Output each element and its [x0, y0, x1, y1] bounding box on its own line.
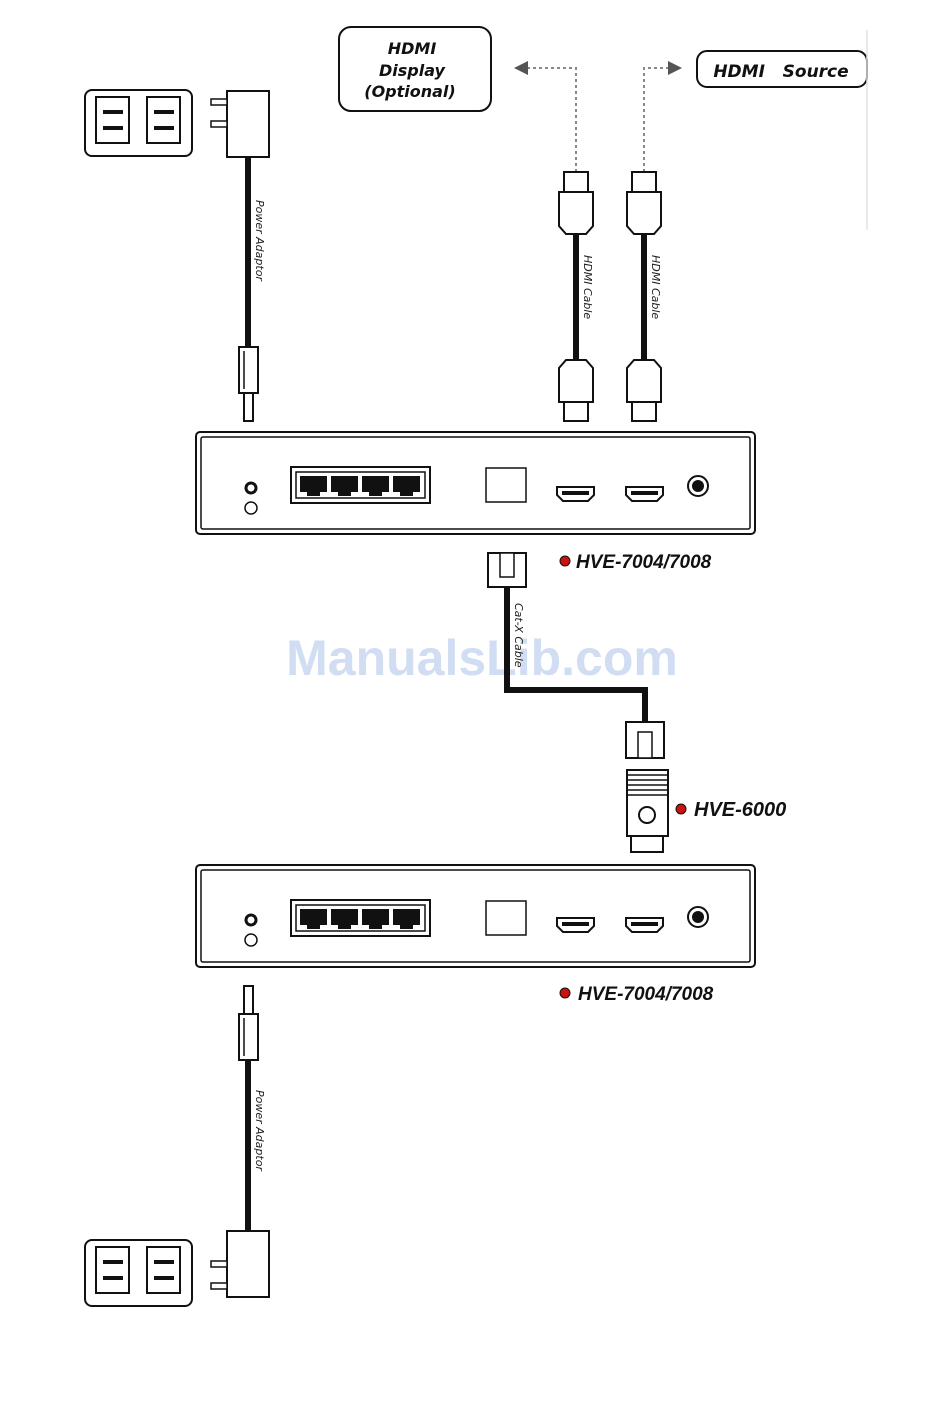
cat-cable-label: Cat-X Cable — [512, 603, 525, 668]
dc-plug-icon — [239, 347, 258, 421]
hdmi-display-box: HDMI Display (Optional) — [339, 27, 491, 111]
hdmi-connector-icon — [559, 360, 593, 421]
power-plug-icon — [211, 1231, 269, 1297]
ethernet-port-icon — [291, 900, 430, 936]
watermark: ManualsLib.com — [286, 630, 678, 686]
rj45-connector-icon — [626, 722, 664, 758]
power-adaptor-label-top: Power Adaptor — [253, 200, 266, 282]
power-adaptor-label-bottom: Power Adaptor — [253, 1090, 266, 1172]
arrow-right-icon — [668, 61, 682, 75]
device-top — [196, 432, 755, 534]
model-label-adapter-text: HVE-6000 — [694, 799, 786, 821]
hdmi-port-icon — [626, 487, 663, 501]
dc-plug-icon — [239, 986, 258, 1060]
model-label-top-text: HVE-7004/7008 — [576, 552, 712, 573]
rj45-port — [486, 901, 526, 935]
dashed-arrow-source — [644, 61, 682, 172]
model-label-top: HVE-7004/7008 — [560, 552, 712, 573]
model-label-bottom-text: HVE-7004/7008 — [578, 984, 714, 1005]
hdmi-display-line2: Display — [379, 61, 446, 80]
hdmi-connector-icon — [559, 172, 593, 234]
hdmi-display-line3: (Optional) — [364, 82, 455, 101]
hdmi-port-icon — [626, 918, 663, 932]
hdmi-cable-label-right: HDMI Cable — [649, 255, 662, 319]
audio-jack — [688, 907, 708, 927]
dashed-arrow-display — [514, 61, 576, 172]
hdmi-cable-label-left: HDMI Cable — [581, 255, 594, 319]
hdmi-connector-icon — [627, 360, 661, 421]
arrow-left-icon — [514, 61, 528, 75]
hdmi-source-label: HDMI Source — [713, 62, 848, 82]
audio-jack — [688, 476, 708, 496]
rj45-port — [486, 468, 526, 502]
ethernet-port-icon — [291, 467, 430, 503]
hdmi-port-icon — [557, 918, 594, 932]
model-label-bottom: HVE-7004/7008 — [560, 984, 714, 1005]
hdmi-cable-right: HDMI Cable — [627, 172, 662, 421]
rj45-connector-icon — [488, 553, 526, 587]
hdmi-source-box: HDMI Source — [697, 51, 867, 87]
device-bottom — [196, 865, 755, 967]
model-label-adapter: HVE-6000 — [676, 799, 786, 821]
hdmi-connector-icon — [627, 172, 661, 234]
power-plug-icon — [211, 91, 269, 157]
wall-outlet-icon — [85, 90, 192, 156]
wall-outlet-icon — [85, 1240, 192, 1306]
hdmi-port-icon — [557, 487, 594, 501]
hdmi-display-line1: HDMI — [388, 39, 437, 58]
adapter-hve-6000 — [627, 770, 668, 852]
hdmi-cable-left: HDMI Cable — [559, 172, 594, 421]
